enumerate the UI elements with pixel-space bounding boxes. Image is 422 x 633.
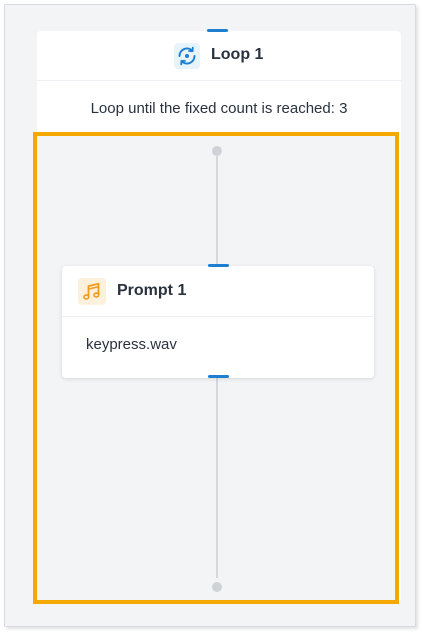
prompt-file-name: keypress.wav [86,336,177,353]
connector-line-top [216,155,218,266]
prompt-node[interactable]: Prompt 1 keypress.wav [62,264,374,378]
loop-node-title: Loop 1 [211,46,264,63]
music-note-icon [78,278,106,305]
flow-canvas: Loop 1 Loop until the fixed count is rea… [4,4,416,627]
prompt-input-handle[interactable] [208,264,229,267]
prompt-output-handle[interactable] [208,375,229,378]
loop-body-start-dot [212,146,222,156]
prompt-node-header: Prompt 1 [62,266,374,317]
prompt-node-title: Prompt 1 [117,282,187,299]
loop-node-description: Loop until the fixed count is reached: 3 [90,100,348,117]
loop-body-end-dot [212,582,222,592]
loop-node-header: Loop 1 [37,31,401,81]
loop-refresh-icon [174,43,200,69]
loop-body-container[interactable]: Prompt 1 keypress.wav [33,132,399,604]
loop-input-handle[interactable] [207,29,228,32]
connector-line-bottom [216,378,218,578]
loop-node[interactable]: Loop 1 Loop until the fixed count is rea… [33,29,401,604]
